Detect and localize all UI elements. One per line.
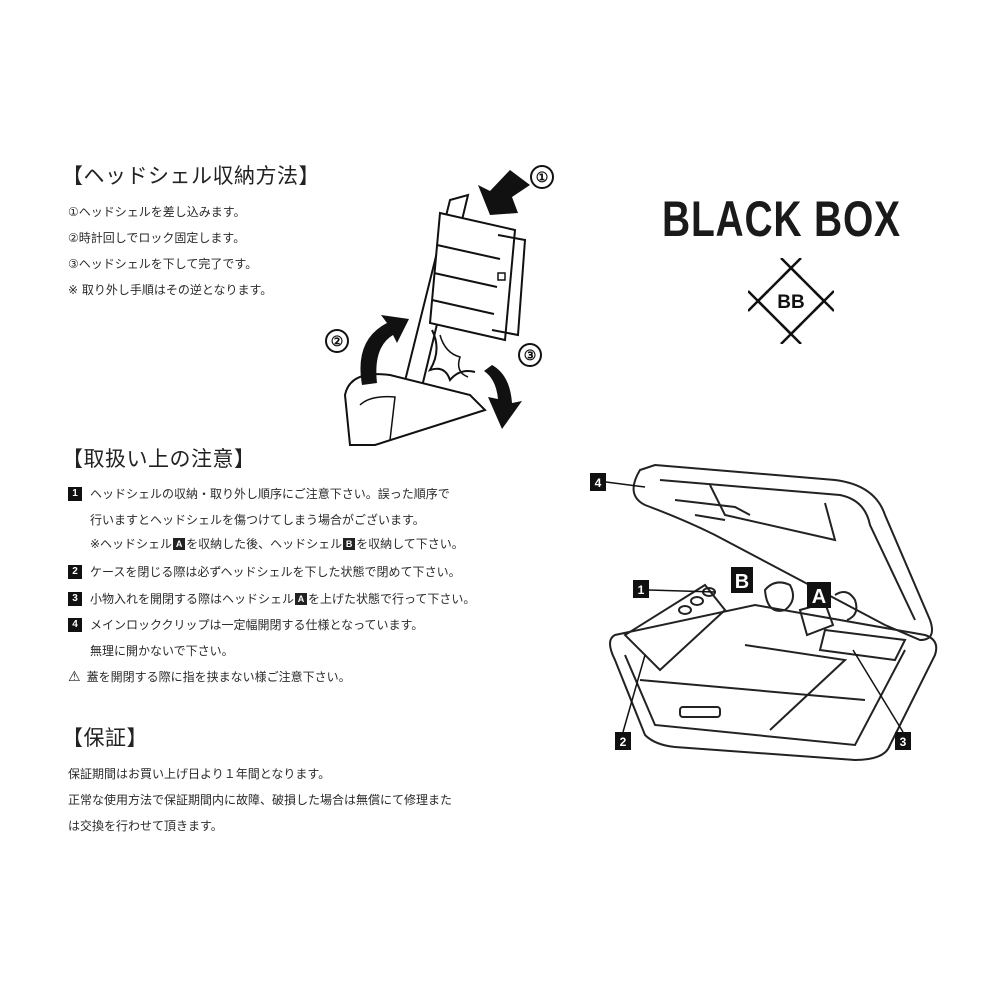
label-2-badge xyxy=(615,732,631,750)
svg-text:A: A xyxy=(812,586,826,608)
label-4-badge xyxy=(590,473,606,491)
brand-emblem-icon: BB xyxy=(748,258,834,344)
caution-item-1: 1 ヘッドシェルの収納・取り外し順序にご注意下さい。誤った順序で xyxy=(68,487,450,501)
caution-heading: 【取扱い上の注意】 xyxy=(62,447,256,471)
headshell-a-badge: A xyxy=(295,593,308,605)
caution-item-1-note: ※ヘッドシェル A を収納した後、ヘッドシェル B を収納して下さい。 xyxy=(90,537,464,551)
callout-1: ① xyxy=(536,169,549,185)
caution-item-3: 3 小物入れを開閉する際はヘッドシェル A を上げた状態で行って下さい。 xyxy=(68,592,475,606)
emblem-text: BB xyxy=(777,292,804,313)
svg-text:4: 4 xyxy=(595,476,602,490)
warranty-line-2: 正常な使用方法で保証期間内に故障、破損した場合は無償にて修理また xyxy=(68,793,453,807)
caution-item-4: 4 メインロッククリップは一定幅開閉する仕様となっています。 xyxy=(68,618,423,632)
caution-warning: ⚠ 蓋を開閉する際に指を挟まない様ご注意下さい。 xyxy=(68,669,351,685)
number-badge: 3 xyxy=(68,592,82,606)
warranty-heading: 【保証】 xyxy=(62,726,148,750)
number-badge: 4 xyxy=(68,618,82,632)
caution-item-4-line-2: 無理に開かないで下さい。 xyxy=(90,644,234,658)
label-3-badge xyxy=(895,732,911,750)
warranty-line-3: は交換を行わせて頂きます。 xyxy=(68,819,223,833)
callout-2: ② xyxy=(331,333,344,349)
svg-text:B: B xyxy=(735,571,749,593)
callout-3: ③ xyxy=(524,347,537,363)
warranty-line-1: 保証期間はお買い上げ日より１年間となります。 xyxy=(68,767,331,781)
headshell-a-badge: A xyxy=(173,538,186,550)
storage-step-2: ②時計回しでロック固定します。 xyxy=(68,231,246,245)
slot-b-badge xyxy=(731,567,753,593)
storage-note: ※ 取り外し手順はその逆となります。 xyxy=(68,283,273,297)
rotate-arrow-icon xyxy=(360,315,409,385)
headshell-b-badge: B xyxy=(343,538,356,550)
storage-step-1: ①ヘッドシェルを差し込みます。 xyxy=(68,205,246,219)
svg-text:1: 1 xyxy=(638,583,645,597)
case-diagram-illustration: 4 1 B A 2 3 xyxy=(590,463,938,762)
brand-logo-text: BLACK BOX xyxy=(662,191,901,247)
headshell-mounting-illustration: ① ② ③ xyxy=(325,165,554,446)
svg-text:3: 3 xyxy=(900,735,907,749)
storage-heading: 【ヘッドシェル収納方法】 xyxy=(62,164,320,188)
label-1-badge xyxy=(633,580,649,598)
arrow-down-icon xyxy=(478,170,530,215)
arrow-curve-down-icon xyxy=(484,365,522,429)
warning-triangle-icon: ⚠ xyxy=(68,669,81,685)
number-badge: 1 xyxy=(68,487,82,501)
slot-a-badge xyxy=(807,582,831,608)
number-badge: 2 xyxy=(68,565,82,579)
caution-item-2: 2 ケースを閉じる際は必ずヘッドシェルを下した状態で閉めて下さい。 xyxy=(68,565,461,579)
storage-step-3: ③ヘッドシェルを下して完了です。 xyxy=(68,257,258,271)
svg-text:2: 2 xyxy=(620,735,627,749)
caution-item-1-line-2: 行いますとヘッドシェルを傷つけてしまう場合がございます。 xyxy=(90,513,425,527)
